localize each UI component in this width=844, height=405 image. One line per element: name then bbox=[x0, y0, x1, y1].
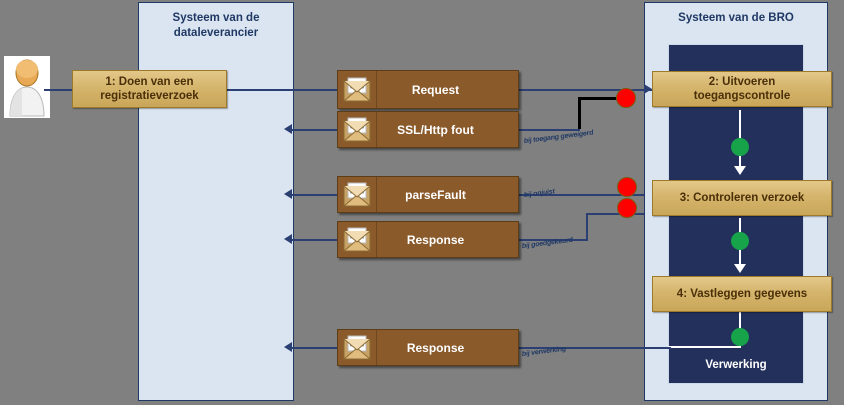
connector-response-ok-arrow-icon bbox=[284, 234, 292, 244]
message-ssl-http-fout-label: SSL/Http fout bbox=[397, 122, 474, 137]
verwerking-label: Verwerking bbox=[705, 359, 767, 371]
actor-dataleverancier bbox=[4, 56, 50, 118]
connector-response-ok-v-h bbox=[586, 213, 644, 215]
connector-response-verwerking-to-lane bbox=[290, 347, 344, 349]
envelope-icon bbox=[338, 177, 377, 212]
lane-dataleverancier-title: Systeem van de dataleverancier bbox=[139, 11, 293, 41]
process-step-3-label: 3: Controleren verzoek bbox=[679, 192, 805, 204]
envelope-icon bbox=[338, 71, 377, 108]
connector-response-ok-v bbox=[586, 213, 588, 240]
person-icon bbox=[9, 59, 45, 117]
ok-dot-3 bbox=[731, 328, 749, 346]
message-response-goedgekeurd-label: Response bbox=[406, 232, 465, 247]
envelope-icon bbox=[338, 112, 377, 147]
condition-onjuist: bij onjuist bbox=[523, 188, 556, 199]
connector-response-ok-to-lane bbox=[290, 239, 344, 241]
error-dot-onjuist bbox=[617, 177, 637, 197]
message-parsefault-label: parseFault bbox=[405, 187, 466, 202]
envelope-icon bbox=[338, 222, 377, 257]
lane-dataleverancier-title-line2: dataleverancier bbox=[173, 27, 259, 39]
process-step-2[interactable]: 2: Uitvoeren toegangscontrole bbox=[652, 71, 832, 107]
connector-response-verwerking-h bbox=[518, 347, 671, 349]
message-request-label: Request bbox=[411, 82, 460, 97]
process-step-4[interactable]: 4: Vastleggen gegevens bbox=[652, 276, 832, 312]
error-dot-goedgekeurd bbox=[617, 198, 637, 218]
connector-toegang-geweigerd-h bbox=[578, 97, 634, 100]
message-response-goedgekeurd[interactable]: Response bbox=[337, 221, 519, 258]
message-request[interactable]: Request bbox=[337, 70, 519, 109]
process-step-1[interactable]: 1: Doen van een registratieverzoek bbox=[72, 70, 227, 108]
ok-dot-2 bbox=[731, 232, 749, 250]
process-step-1-line1: 1: Doen van een bbox=[105, 76, 194, 88]
lane-dataleverancier-title-line1: Systeem van de bbox=[172, 12, 260, 24]
ok-dot-1 bbox=[731, 138, 749, 156]
process-step-1-line2: registratieverzoek bbox=[100, 90, 199, 102]
connector-sslfout-arrow-icon bbox=[284, 124, 292, 134]
error-dot-toegang-geweigerd bbox=[616, 88, 636, 108]
connector-request-step2 bbox=[518, 89, 652, 91]
process-step-2-label: 2: Uitvoeren toegangscontrole bbox=[693, 76, 791, 102]
connector-sslfout-to-lane bbox=[290, 129, 344, 131]
connector-actor-step1 bbox=[44, 89, 72, 91]
band-flow-arrow-1-icon bbox=[734, 166, 746, 175]
process-step-4-label: 4: Vastleggen gegevens bbox=[676, 288, 808, 300]
connector-parsefault-to-lane bbox=[290, 194, 344, 196]
connector-parsefault-arrow-icon bbox=[284, 189, 292, 199]
lane-bro-title: Systeem van de BRO bbox=[645, 11, 827, 26]
connector-parsefault-h bbox=[518, 194, 644, 196]
message-response-verwerking[interactable]: Response bbox=[337, 329, 519, 366]
connector-response-verwerking-arrow-icon bbox=[284, 342, 292, 352]
connector-toegang-geweigerd-v bbox=[578, 97, 581, 129]
message-response-verwerking-label: Response bbox=[406, 340, 465, 355]
lane-bro-title-line1: Systeem van de BRO bbox=[678, 12, 794, 24]
connector-step1-request bbox=[226, 89, 344, 91]
message-ssl-http-fout[interactable]: SSL/Http fout bbox=[337, 111, 519, 148]
lane-dataleverancier: Systeem van de dataleverancier bbox=[138, 2, 294, 401]
connector-sslfout-out bbox=[518, 129, 580, 131]
condition-toegang-geweigerd: bij toegang geweigerd bbox=[523, 129, 594, 145]
connector-request-step2-arrow-icon bbox=[644, 84, 652, 94]
message-parsefault[interactable]: parseFault bbox=[337, 176, 519, 213]
process-step-3[interactable]: 3: Controleren verzoek bbox=[652, 180, 832, 216]
band-flow-line-3-h bbox=[668, 346, 741, 348]
envelope-icon bbox=[338, 330, 377, 365]
band-flow-arrow-2-icon bbox=[734, 264, 746, 273]
connector-response-ok-h bbox=[518, 239, 588, 241]
